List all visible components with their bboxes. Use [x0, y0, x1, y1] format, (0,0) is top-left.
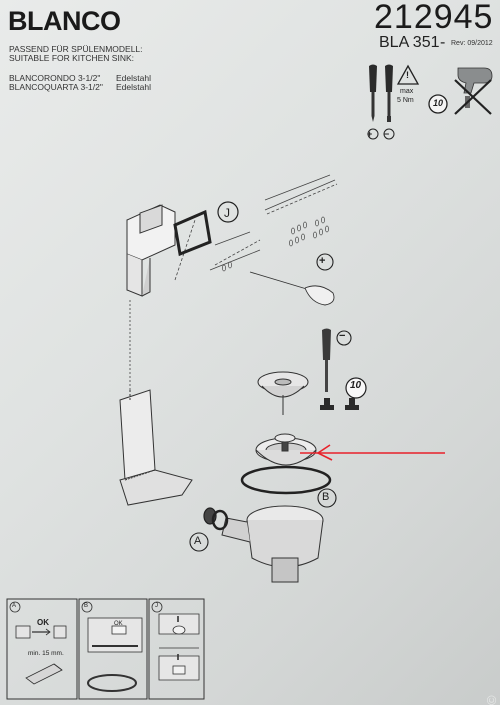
- watermark: © Dretun: [484, 660, 500, 705]
- panel-a: [6, 598, 78, 700]
- panel-label-b: B: [84, 603, 89, 609]
- model-code: BLA 351: [379, 34, 440, 51]
- callout-j-circle: [217, 201, 239, 223]
- min-length: min. 15 mm.: [28, 650, 64, 657]
- overflow-holes: [222, 216, 329, 272]
- panel-b: [78, 598, 148, 700]
- screwdriver-plus-diagram: [249, 271, 335, 306]
- drain-plug: [255, 433, 317, 466]
- panel-j: [148, 598, 205, 700]
- overflow-head: [126, 204, 176, 297]
- suitable-en: SUITABLE FOR KITCHEN SINK:: [9, 53, 135, 63]
- strainer-basket: [257, 371, 309, 415]
- gasket: [240, 465, 332, 495]
- suitable-de: PASSEND FÜR SPÜLENMODELL:: [9, 44, 143, 54]
- panel-label-a: A: [12, 603, 17, 609]
- brand-logo: BLANCO: [8, 6, 121, 36]
- screwdriver-minus-diagram: [322, 328, 331, 392]
- callout-b-circle: [317, 488, 337, 508]
- red-arrow: [300, 444, 445, 461]
- diagram-torx-size: 10: [350, 380, 362, 391]
- nut-washer: [203, 507, 229, 531]
- pipe-cut-sketch: [15, 625, 67, 685]
- sink-name-1: BLANCORONDO 3-1/2": [9, 73, 101, 83]
- screwdriver-plus-icon: [369, 64, 377, 122]
- max-label: max: [400, 88, 414, 95]
- assembly-guide-lines: [129, 174, 331, 390]
- minus-symbol: −: [384, 129, 390, 139]
- drain-pipe: [119, 389, 193, 506]
- drain-body: [221, 505, 324, 583]
- sink-material-2: Edelstahl: [116, 82, 151, 92]
- label-b: B: [322, 491, 330, 503]
- warning-exclamation: !: [406, 70, 409, 80]
- model-dash: -: [440, 34, 446, 51]
- tool-icons-group: [367, 64, 493, 140]
- revision: Rev: 09/2012: [451, 40, 493, 47]
- overflow-fit-sketch: [158, 613, 200, 681]
- torx-icon: [428, 94, 448, 114]
- knobs: [320, 398, 359, 410]
- sink-edge-hatch: [174, 179, 338, 281]
- power-drill-crossed-icon: [454, 67, 493, 115]
- panel-label-j: J: [155, 603, 158, 609]
- torque-value: 5 Nm: [397, 97, 414, 104]
- diagram-minus: −: [339, 330, 346, 342]
- diagram-plus: +: [319, 255, 326, 267]
- plus-symbol: +: [367, 129, 373, 139]
- screwdriver-minus-icon: [385, 64, 393, 122]
- sink-material-1: Edelstahl: [116, 73, 151, 83]
- ok-label-a: OK: [37, 618, 49, 627]
- exploded-diagram: [119, 174, 445, 583]
- label-j: J: [224, 206, 230, 220]
- torx-badge: [345, 377, 367, 399]
- callout-a-circle: [189, 532, 209, 552]
- product-code: 212945: [374, 0, 494, 36]
- sink-name-2: BLANCOQUARTA 3-1/2": [9, 82, 103, 92]
- detail-panels: [6, 598, 205, 700]
- sink-fit-sketch: [87, 617, 143, 692]
- label-a: A: [194, 535, 202, 547]
- warning-triangle-icon: [396, 64, 420, 85]
- seal-ring-j: [173, 209, 212, 257]
- torx-size: 10: [433, 98, 444, 108]
- ok-label-b: OK: [114, 621, 123, 627]
